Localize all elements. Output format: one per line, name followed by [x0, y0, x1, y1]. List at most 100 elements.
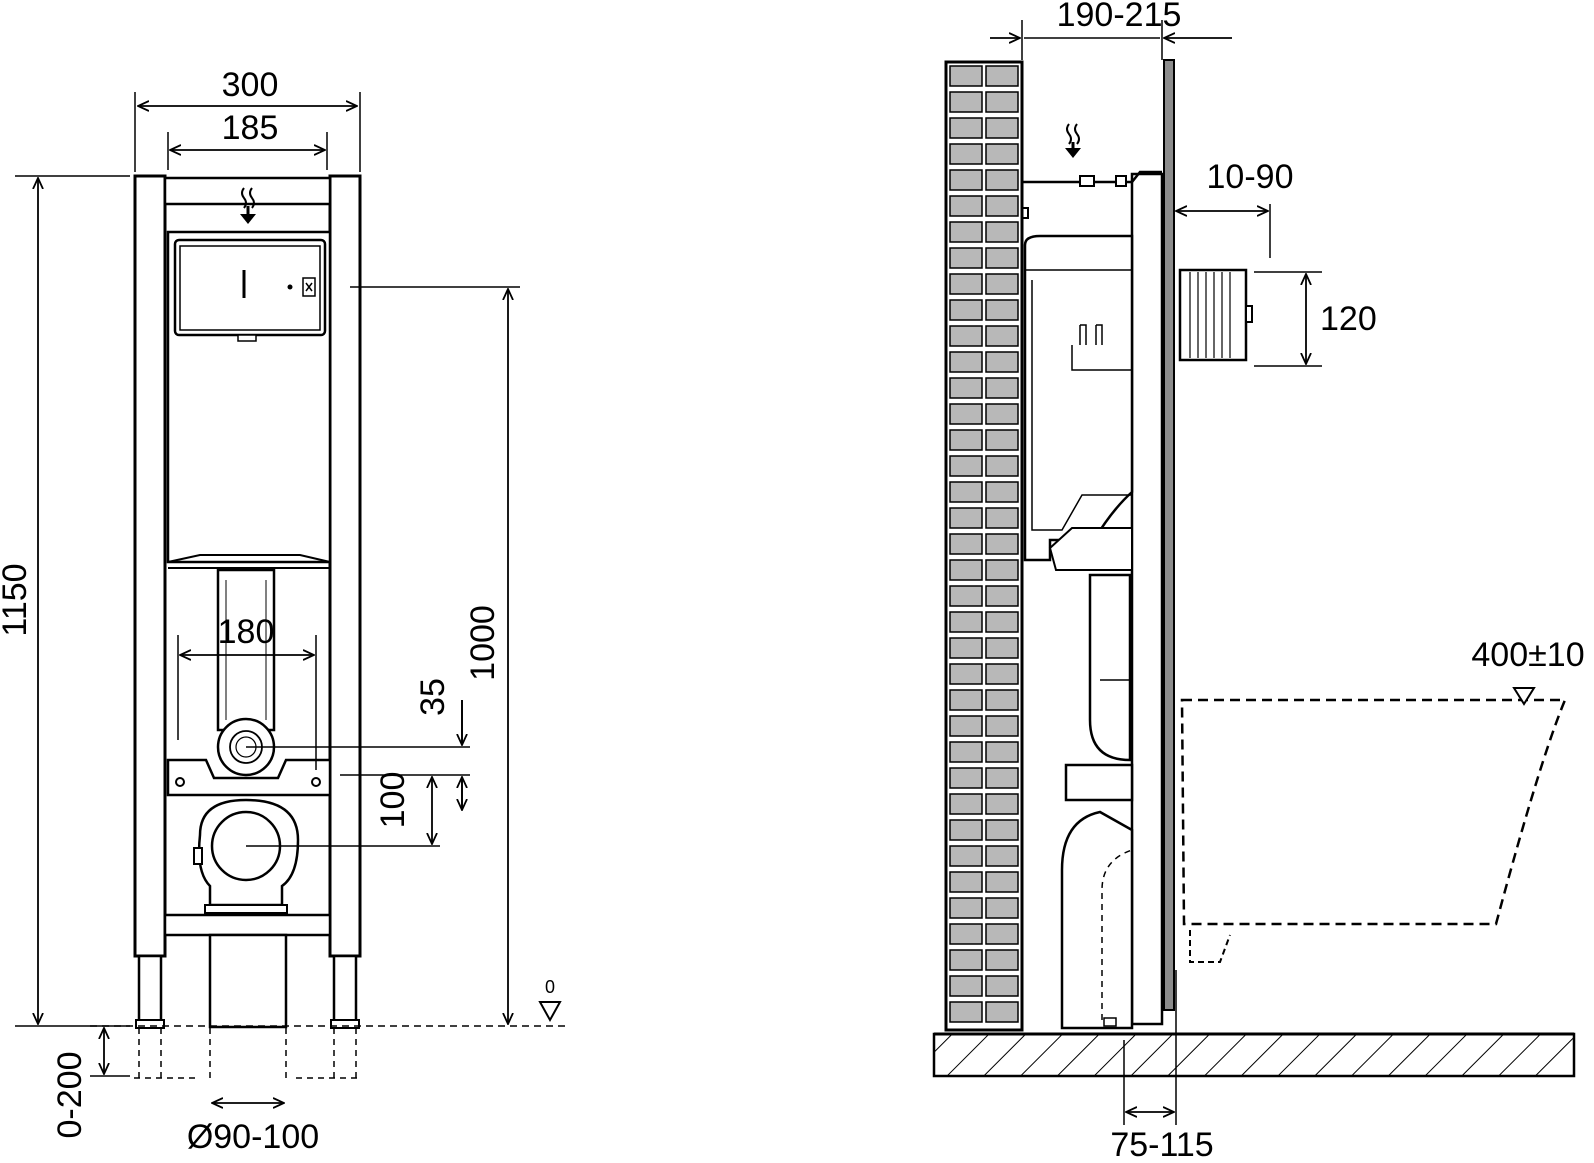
dim-35: 35 [414, 678, 452, 716]
brick-wall [944, 60, 1024, 1032]
dim-height-1000: 1000 [464, 605, 502, 681]
brick [985, 403, 1019, 425]
brick [985, 741, 1019, 763]
brick [949, 403, 983, 425]
dim-total-height: 1150 [0, 563, 34, 636]
brick [949, 897, 983, 919]
brick [949, 923, 983, 945]
brick [949, 481, 983, 503]
brick [949, 871, 983, 893]
brick [949, 1001, 983, 1023]
brick [985, 273, 1019, 295]
brick [985, 455, 1019, 477]
water-inlet-arrow-icon [1065, 123, 1081, 158]
brick [985, 845, 1019, 867]
flush-pipe-side [1088, 573, 1132, 762]
brick [949, 91, 983, 113]
dim-100: 100 [374, 772, 412, 829]
water-inlet-pipe [1178, 268, 1248, 362]
brick [949, 221, 983, 243]
brick [985, 377, 1019, 399]
brick [949, 819, 983, 841]
drain-pipe [208, 933, 288, 1029]
brick [949, 845, 983, 867]
brick [985, 65, 1019, 87]
brick [985, 767, 1019, 789]
brick [949, 559, 983, 581]
brick [949, 793, 983, 815]
brick [949, 247, 983, 269]
brick [949, 533, 983, 555]
brick [985, 923, 1019, 945]
left-leg [137, 954, 163, 1024]
brick [985, 1001, 1019, 1023]
side-frame-post [1130, 172, 1164, 1026]
brick [985, 611, 1019, 633]
brick [985, 663, 1019, 685]
brick [949, 455, 983, 477]
brick [985, 117, 1019, 139]
right-frame-post [328, 174, 362, 958]
brick [949, 351, 983, 373]
brick [985, 585, 1019, 607]
brick [949, 663, 983, 685]
dim-depth: 190-215 [1057, 0, 1182, 34]
brick [949, 143, 983, 165]
brick [985, 819, 1019, 841]
brick [949, 767, 983, 789]
dim-pipe-diameter: Ø90-100 [187, 1118, 319, 1156]
brick [949, 377, 983, 399]
front-view: 300 185 1150 1000 180 35 100 0-200 Ø90-1… [0, 66, 565, 1156]
dim-bolt-spacing: 180 [218, 613, 275, 651]
brick [949, 117, 983, 139]
brick [985, 949, 1019, 971]
floor-slab [932, 1032, 1576, 1078]
brick [985, 507, 1019, 529]
brick [949, 169, 983, 191]
brick [985, 351, 1019, 373]
brick [985, 143, 1019, 165]
brick [949, 975, 983, 997]
brick [985, 247, 1019, 269]
brick [949, 65, 983, 87]
dim-width-inner: 185 [222, 109, 279, 147]
brick [985, 871, 1019, 893]
brick [985, 637, 1019, 659]
mounting-plate [166, 758, 332, 797]
brick [985, 481, 1019, 503]
brick [949, 273, 983, 295]
brick [985, 299, 1019, 321]
brick [985, 429, 1019, 451]
bottom-cross-bar [163, 913, 332, 937]
brick [949, 299, 983, 321]
brick [985, 533, 1019, 555]
brick [949, 689, 983, 711]
brick [985, 897, 1019, 919]
brick [985, 325, 1019, 347]
floor-level-triangle-icon [538, 1001, 562, 1023]
brick [985, 715, 1019, 737]
dim-outlet: 75-115 [1110, 1126, 1213, 1163]
top-cross-bar [163, 176, 332, 206]
brick [985, 975, 1019, 997]
brick [985, 169, 1019, 191]
floor-level-triangle-icon [1512, 687, 1536, 706]
wall-hung-bowl [1180, 698, 1567, 926]
brick [949, 949, 983, 971]
brick [985, 559, 1019, 581]
dim-seat-height: 400±10 [1471, 636, 1584, 674]
brick [985, 221, 1019, 243]
floor-level-mark: 0 [545, 977, 555, 997]
finished-wall-panel [1163, 59, 1175, 1011]
right-leg [332, 954, 358, 1024]
brick [985, 195, 1019, 217]
dim-120: 120 [1320, 300, 1377, 338]
left-frame-post [133, 174, 167, 958]
brick [949, 195, 983, 217]
brick [949, 715, 983, 737]
brick [985, 793, 1019, 815]
side-view: 190-215 10-90 120 400±10 75-115 [932, 0, 1585, 1163]
top-bracket [1022, 170, 1162, 184]
brick [949, 611, 983, 633]
